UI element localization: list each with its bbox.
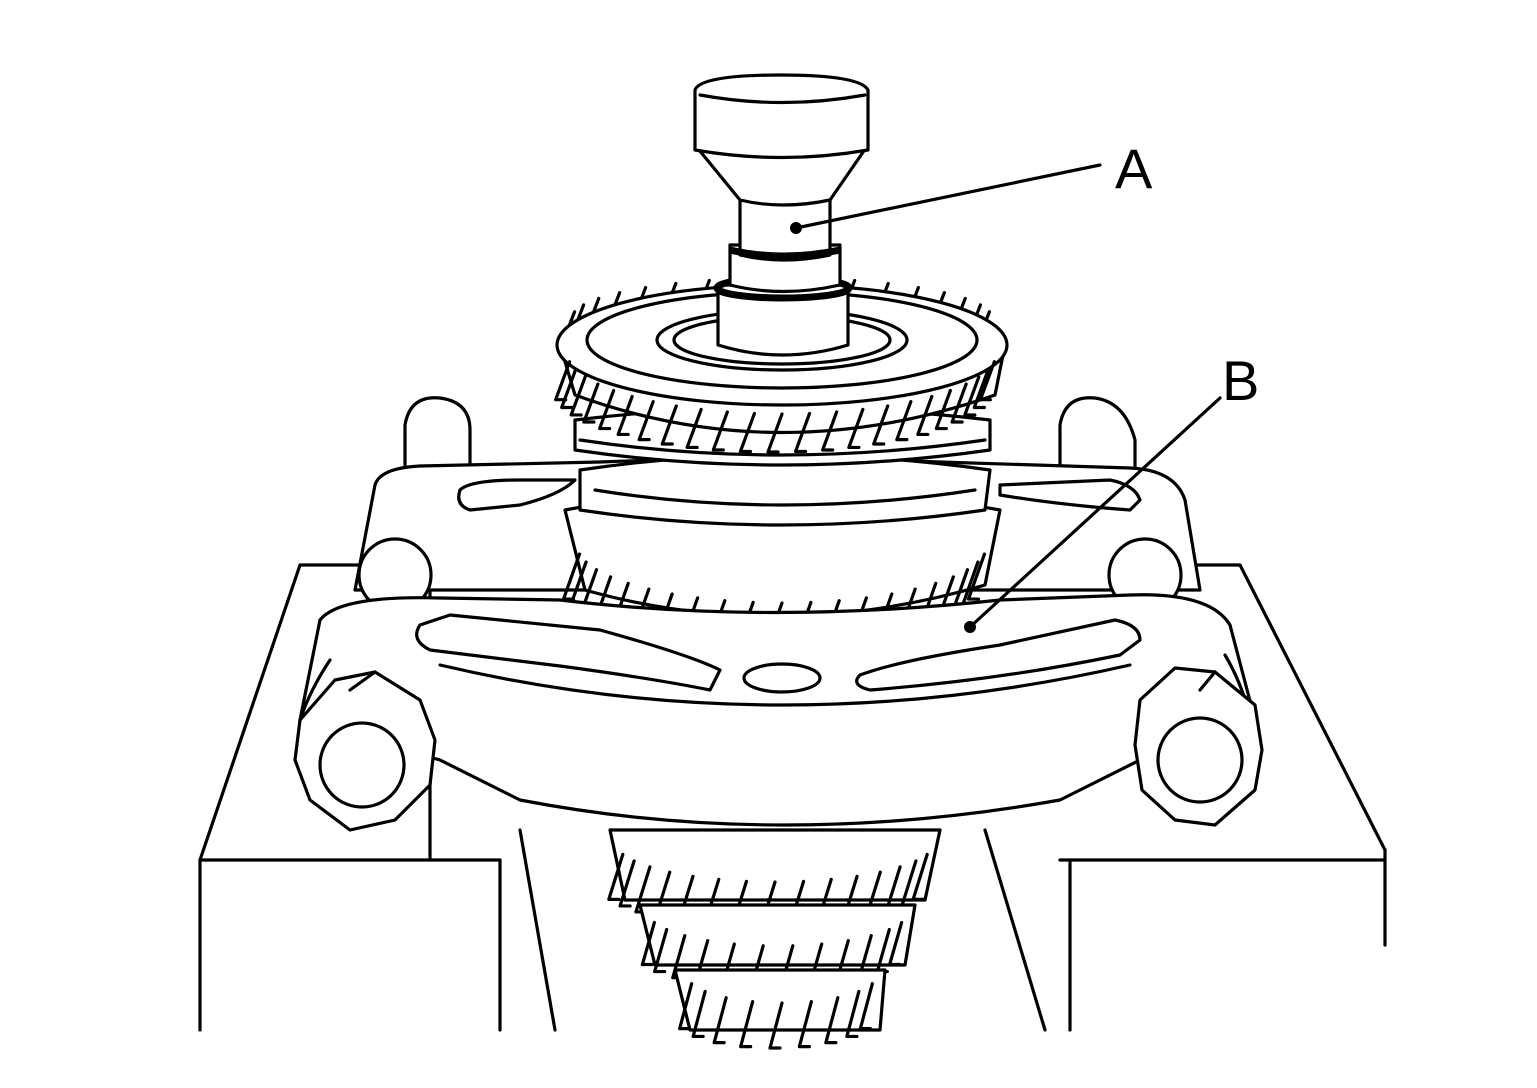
gear-tooth [768, 1001, 784, 1050]
bearing-splitter-plate [293, 593, 1264, 832]
callout-a: A [794, 137, 1153, 230]
gear-tooth [934, 388, 952, 431]
gear-tooth [598, 388, 616, 431]
lower-gear-teeth-3 [678, 982, 874, 1050]
gear-tooth [858, 982, 874, 1031]
gear-tooth [888, 920, 904, 967]
callout-b-label: B [1222, 349, 1259, 412]
gear-tooth [560, 367, 578, 410]
gear-tooth [738, 411, 757, 454]
lower-gear-stack [607, 828, 942, 1050]
gear-tooth [911, 852, 929, 901]
gear-tooth [821, 410, 839, 452]
gear-tooth [712, 996, 728, 1045]
gear-tooth [793, 411, 812, 454]
gear-tooth [966, 552, 987, 601]
gear-tooth [618, 859, 636, 908]
gear-tooth [972, 367, 990, 410]
gear-tooth [637, 400, 655, 442]
gear-tooth [691, 989, 707, 1039]
press-tool [693, 73, 870, 357]
gear-tooth [660, 404, 678, 446]
callout-b: B [968, 349, 1259, 629]
gear-tooth [554, 360, 572, 402]
gear-tooth [963, 375, 981, 417]
gear-tooth [797, 1000, 813, 1049]
gear-tooth [711, 410, 729, 452]
gear-tooth [950, 382, 968, 424]
gear-tooth [678, 982, 694, 1031]
gear-tooth [978, 360, 996, 402]
gear-tooth [824, 996, 840, 1045]
gear-tooth [845, 989, 861, 1039]
gear-tooth [569, 375, 587, 417]
gear-tooth [766, 412, 784, 454]
gear-tooth [872, 404, 890, 446]
gear-tooth [847, 407, 865, 450]
gear-tooth [640, 920, 656, 967]
gear-tooth [582, 382, 600, 424]
upper-gear-teeth-front [554, 360, 996, 454]
gear-tooth [685, 407, 703, 450]
gear-tooth [653, 927, 669, 974]
gear-tooth [895, 400, 913, 442]
callout-a-label: A [1115, 137, 1153, 200]
gear-tooth [607, 852, 625, 901]
gear-tooth [739, 1000, 755, 1049]
gear-tooth [916, 394, 934, 437]
gear-tooth [616, 394, 634, 437]
